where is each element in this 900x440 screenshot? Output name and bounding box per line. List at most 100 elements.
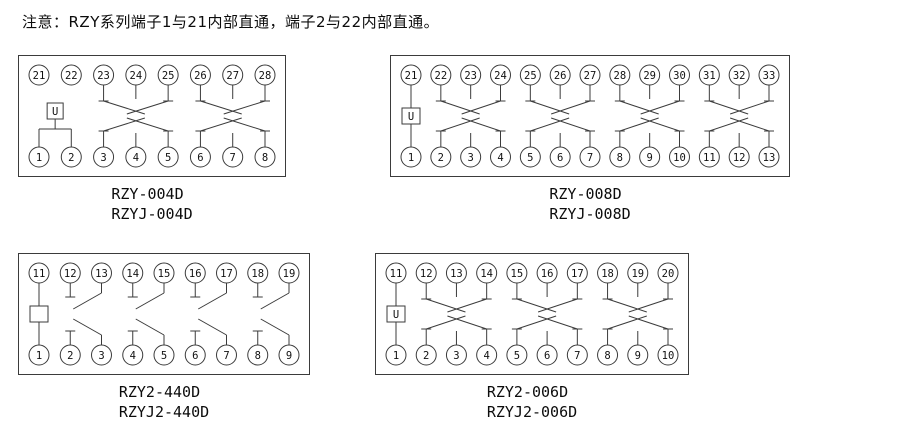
terminal-26: 26 — [549, 64, 571, 86]
contact-group — [65, 283, 102, 310]
svg-text:9: 9 — [286, 350, 292, 362]
svg-text:31: 31 — [703, 70, 716, 82]
contact-group — [602, 283, 673, 313]
terminal-5: 5 — [519, 146, 541, 168]
svg-text:7: 7 — [587, 152, 593, 164]
terminal-20: 20 — [657, 262, 679, 284]
contact-group — [525, 117, 595, 147]
terminal-3: 3 — [445, 344, 467, 366]
svg-text:18: 18 — [251, 268, 264, 280]
contact-group — [435, 85, 506, 115]
terminal-22: 22 — [60, 64, 82, 86]
svg-text:18: 18 — [601, 268, 614, 280]
contact-group — [127, 318, 165, 345]
svg-text:6: 6 — [557, 152, 563, 164]
contact-group — [98, 85, 174, 115]
terminal-15: 15 — [506, 262, 528, 284]
terminal-4: 4 — [122, 344, 144, 366]
svg-text:6: 6 — [197, 152, 203, 164]
terminal-5: 5 — [157, 146, 179, 168]
svg-text:22: 22 — [435, 70, 448, 82]
coil-symbol: U — [38, 102, 72, 147]
terminal-19: 19 — [627, 262, 649, 284]
terminal-2: 2 — [415, 344, 437, 366]
contact-group — [190, 283, 227, 310]
svg-text:7: 7 — [230, 152, 236, 164]
contact-group — [614, 85, 685, 115]
contact-group — [511, 283, 583, 313]
svg-text:5: 5 — [161, 350, 167, 362]
diagram-caption: RZY-008D RZYJ-008D — [390, 184, 790, 224]
terminal-1: 1 — [28, 146, 50, 168]
terminal-5: 5 — [506, 344, 528, 366]
contact-group — [511, 315, 583, 345]
terminal-14: 14 — [122, 262, 144, 284]
diagram-caption: RZY2-440D RZYJ2-440D — [18, 382, 310, 422]
contact-group — [435, 117, 506, 147]
terminal-19: 19 — [278, 262, 300, 284]
svg-text:3: 3 — [98, 350, 104, 362]
svg-text:2: 2 — [423, 350, 429, 362]
svg-text:1: 1 — [36, 350, 42, 362]
terminal-12: 12 — [415, 262, 437, 284]
svg-text:16: 16 — [541, 268, 554, 280]
contact-group — [252, 283, 290, 310]
contact-group — [421, 283, 492, 313]
terminal-27: 27 — [222, 64, 244, 86]
model-label: RZYJ-008D — [549, 205, 631, 223]
contact-group — [421, 315, 492, 345]
svg-text:13: 13 — [95, 268, 108, 280]
terminal-31: 31 — [698, 64, 720, 86]
svg-text:6: 6 — [544, 350, 550, 362]
terminal-15: 15 — [153, 262, 175, 284]
svg-text:8: 8 — [255, 350, 261, 362]
terminal-11: 11 — [385, 262, 407, 284]
terminal-11: 11 — [28, 262, 50, 284]
svg-text:14: 14 — [480, 268, 493, 280]
terminal-1: 1 — [385, 344, 407, 366]
terminal-6: 6 — [549, 146, 571, 168]
terminal-7: 7 — [222, 146, 244, 168]
terminal-12: 12 — [59, 262, 81, 284]
terminal-18: 18 — [247, 262, 269, 284]
svg-text:29: 29 — [643, 70, 656, 82]
svg-text:4: 4 — [484, 350, 490, 362]
terminal-17: 17 — [566, 262, 588, 284]
svg-text:U: U — [408, 111, 414, 123]
svg-text:15: 15 — [158, 268, 171, 280]
model-label: RZY-004D — [111, 185, 184, 203]
coil-symbol — [29, 283, 49, 345]
model-label: RZYJ2-006D — [486, 403, 578, 421]
terminal-13: 13 — [445, 262, 467, 284]
svg-text:9: 9 — [635, 350, 641, 362]
svg-text:6: 6 — [192, 350, 198, 362]
svg-text:4: 4 — [130, 350, 136, 362]
svg-text:2: 2 — [438, 152, 444, 164]
svg-text:5: 5 — [165, 152, 171, 164]
svg-text:19: 19 — [631, 268, 644, 280]
terminal-2: 2 — [60, 146, 82, 168]
coil-symbol: U — [401, 85, 421, 147]
terminal-4: 4 — [490, 146, 511, 168]
contact-group — [190, 318, 227, 345]
terminal-10: 10 — [669, 146, 690, 168]
svg-text:12: 12 — [64, 268, 77, 280]
svg-text:28: 28 — [614, 70, 627, 82]
svg-text:30: 30 — [673, 70, 686, 82]
contact-group — [704, 85, 774, 115]
terminal-10: 10 — [657, 344, 679, 366]
svg-text:1: 1 — [393, 350, 399, 362]
svg-text:15: 15 — [511, 268, 524, 280]
terminal-8: 8 — [597, 344, 619, 366]
terminal-3: 3 — [91, 344, 112, 366]
diagram-caption: RZY-004D RZYJ-004D — [18, 184, 286, 224]
svg-text:23: 23 — [97, 70, 110, 82]
svg-text:21: 21 — [405, 70, 418, 82]
model-label: RZYJ2-440D — [118, 403, 210, 421]
diagram-caption: RZY2-006D RZYJ2-006D — [375, 382, 689, 422]
svg-text:8: 8 — [617, 152, 623, 164]
svg-text:32: 32 — [733, 70, 746, 82]
terminal-24: 24 — [125, 64, 147, 86]
